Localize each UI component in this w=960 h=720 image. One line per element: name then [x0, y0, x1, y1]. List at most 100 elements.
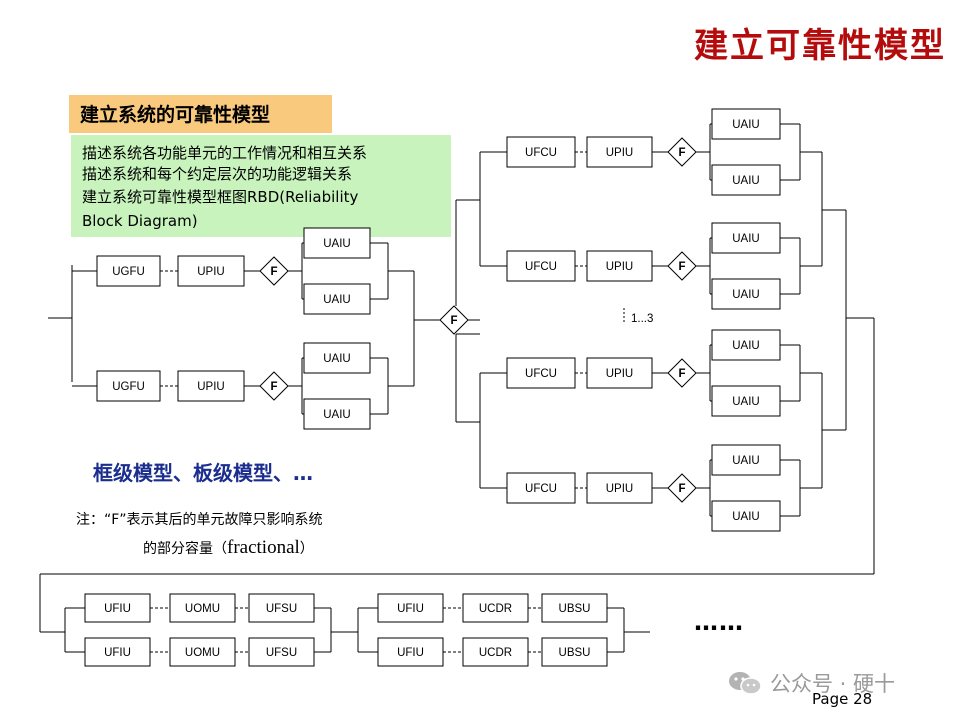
- block-label: UFIU: [104, 647, 131, 659]
- block-uaiu: [303, 398, 371, 430]
- fractional-node: [259, 371, 289, 401]
- block-label: UFCU: [525, 368, 557, 380]
- block-label: UAIU: [323, 294, 350, 306]
- block-ucdr: [462, 593, 529, 623]
- block-ugfu: [96, 370, 161, 402]
- block-upiu: [586, 250, 653, 282]
- watermark: 公众号 · 硬十: [728, 668, 895, 698]
- page-title: 建立可靠性模型: [694, 26, 946, 66]
- block-label: UFCU: [525, 483, 557, 495]
- block-label: UFCU: [525, 147, 557, 159]
- note-line-2-prefix: 的部分容量（: [143, 541, 227, 557]
- block-ufsu: [248, 593, 315, 623]
- fractional-node: [667, 137, 697, 167]
- block-uaiu: [711, 329, 781, 361]
- continuation-ellipsis: ……: [694, 608, 744, 636]
- block-upiu: [177, 370, 245, 402]
- fractional-node-label: F: [450, 315, 457, 327]
- frame-level-note: 框级模型、板级模型、…: [93, 461, 313, 485]
- block-uaiu: [303, 283, 371, 315]
- description-line: Block Diagram): [82, 212, 198, 230]
- block-ufcu: [506, 250, 576, 282]
- block-uaiu: [711, 385, 781, 417]
- block-ucdr: [462, 637, 529, 667]
- block-label: UFSU: [266, 647, 297, 659]
- block-ufiu: [377, 637, 444, 667]
- block-label: UFCU: [525, 261, 557, 273]
- fractional-node: [259, 256, 289, 286]
- block-ubsu: [541, 637, 608, 667]
- block-label: UAIU: [732, 396, 759, 408]
- block-label: UAIU: [732, 511, 759, 523]
- block-label: UAIU: [732, 455, 759, 467]
- watermark-text: 公众号 · 硬十: [770, 672, 896, 696]
- note-line-2-suffix: ）: [299, 541, 314, 557]
- fractional-node: [667, 358, 697, 388]
- page-number: Page 28: [812, 690, 873, 708]
- fractional-node: [667, 473, 697, 503]
- block-label: UAIU: [732, 289, 759, 301]
- fractional-word: fractional: [227, 537, 300, 558]
- block-label: UGFU: [112, 381, 145, 393]
- block-uaiu: [711, 500, 781, 532]
- redundancy-label: 1...3: [631, 313, 653, 325]
- block-ufcu: [506, 472, 576, 504]
- block-ufiu: [84, 593, 151, 623]
- description-line: 描述系统各功能单元的工作情况和相互关系: [82, 144, 368, 162]
- note-line-1: 注：“F”表示其后的单元故障只影响系统: [76, 512, 323, 528]
- block-label: UAIU: [732, 340, 759, 352]
- block-uaiu: [711, 444, 781, 476]
- model-tag: 建立系统的可靠性模型: [69, 95, 332, 133]
- description-box: 描述系统各功能单元的工作情况和相互关系 描述系统和每个约定层次的功能逻辑关系 建…: [71, 135, 451, 237]
- block-label: UGFU: [112, 266, 145, 278]
- fractional-node-label: F: [678, 483, 685, 495]
- note-line-2: 的部分容量（fractional）: [143, 537, 314, 559]
- block-label: UOMU: [185, 647, 220, 659]
- fractional-node-label: F: [270, 266, 277, 278]
- block-uaiu: [711, 222, 781, 254]
- block-label: UFSU: [266, 603, 297, 615]
- block-label: UPIU: [606, 483, 633, 495]
- block-ugfu: [96, 255, 161, 287]
- block-label: UAIU: [323, 238, 350, 250]
- block-label: UBSU: [559, 603, 591, 615]
- block-label: UFIU: [397, 647, 424, 659]
- block-label: UCDR: [479, 647, 512, 659]
- block-uaiu: [711, 108, 781, 140]
- block-label: UPIU: [197, 381, 224, 393]
- block-uomu: [169, 593, 236, 623]
- block-ufcu: [506, 357, 576, 389]
- block-label: UPIU: [606, 261, 633, 273]
- block-label: UPIU: [606, 147, 633, 159]
- block-label: UPIU: [197, 266, 224, 278]
- block-label: UFIU: [397, 603, 424, 615]
- block-label: UAIU: [323, 409, 350, 421]
- block-ufiu: [377, 593, 444, 623]
- block-label: UAIU: [732, 119, 759, 131]
- fractional-node-label: F: [270, 381, 277, 393]
- chat-bubbles-icon: [729, 672, 762, 695]
- fractional-node: [439, 305, 469, 335]
- block-upiu: [586, 357, 653, 389]
- fractional-node-label: F: [678, 261, 685, 273]
- block-label: UAIU: [732, 175, 759, 187]
- description-line: 建立系统可靠性模型框图RBD(Reliability: [82, 188, 359, 206]
- block-uaiu: [303, 227, 371, 259]
- block-label: UAIU: [323, 353, 350, 365]
- block-uaiu: [303, 342, 371, 374]
- block-uomu: [169, 637, 236, 667]
- model-tag-label: 建立系统的可靠性模型: [80, 104, 271, 126]
- fractional-node: [667, 251, 697, 281]
- block-label: UAIU: [732, 233, 759, 245]
- block-label: UFIU: [104, 603, 131, 615]
- block-label: UBSU: [559, 647, 591, 659]
- block-label: UPIU: [606, 368, 633, 380]
- fractional-node-label: F: [678, 368, 685, 380]
- block-label: UCDR: [479, 603, 512, 615]
- fractional-node-label: F: [678, 147, 685, 159]
- block-upiu: [586, 472, 653, 504]
- block-label: UOMU: [185, 603, 220, 615]
- block-uaiu: [711, 164, 781, 196]
- description-line: 描述系统和每个约定层次的功能逻辑关系: [82, 165, 353, 183]
